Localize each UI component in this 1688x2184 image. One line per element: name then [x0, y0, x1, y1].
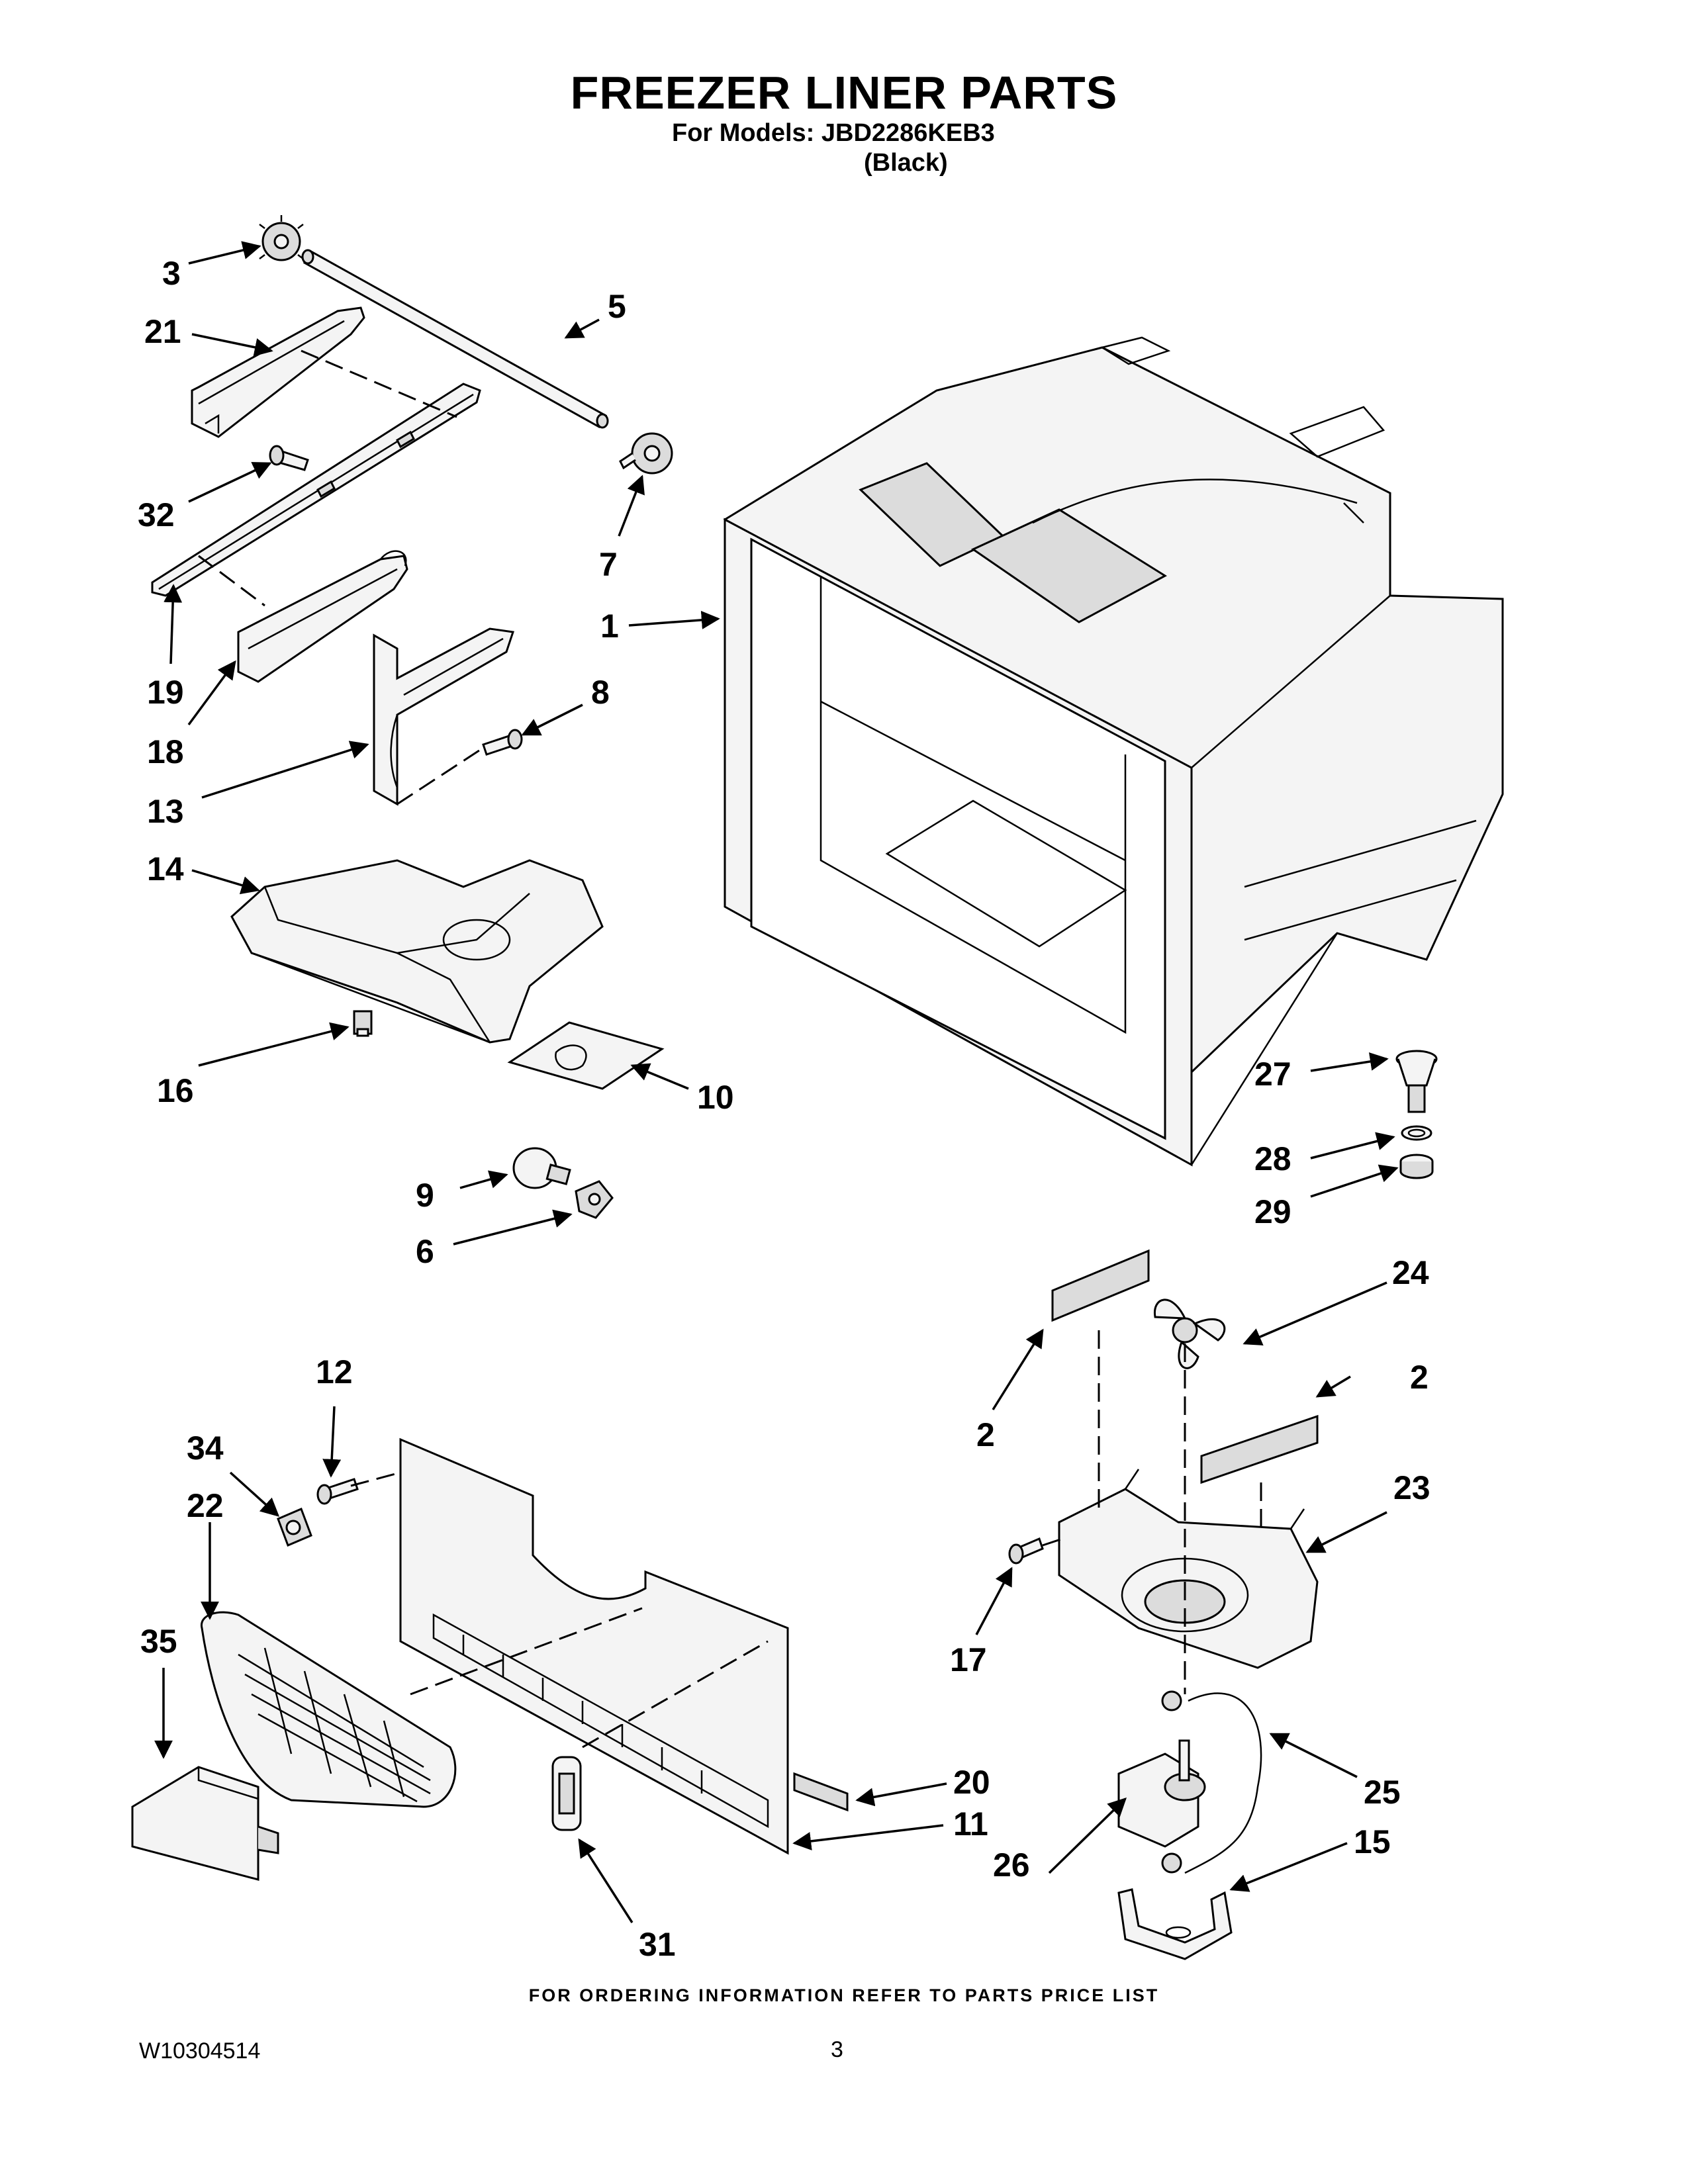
part-3-gear[interactable]: [259, 215, 304, 261]
part-35-door[interactable]: [131, 1766, 279, 1881]
callout-14: 14: [147, 850, 184, 887]
callout-16: 16: [157, 1072, 194, 1109]
part-16-clip[interactable]: [353, 1010, 373, 1037]
part-25-harness[interactable]: [1161, 1690, 1262, 1874]
part-8-screw[interactable]: [482, 729, 523, 756]
ordering-note: FOR ORDERING INFORMATION REFER TO PARTS …: [528, 1985, 1160, 2005]
part-21-bracket[interactable]: [191, 306, 365, 438]
callout-20: 20: [953, 1764, 990, 1801]
part-31-latch[interactable]: [551, 1756, 582, 1831]
callout-15: 15: [1354, 1823, 1391, 1860]
callout-23: 23: [1393, 1469, 1430, 1506]
callout-2-right: 2: [1410, 1359, 1429, 1396]
part-6-socket[interactable]: [575, 1180, 614, 1219]
callout-17: 17: [950, 1641, 987, 1678]
callout-1: 1: [600, 608, 619, 645]
part-26-motor[interactable]: [1117, 1739, 1206, 1848]
part-2-foam-upper[interactable]: [1051, 1249, 1150, 1322]
part-34-thermostat[interactable]: [277, 1508, 312, 1547]
callout-11: 11: [953, 1805, 988, 1843]
document-number: W10304514: [139, 2038, 261, 2064]
part-18-bracket[interactable]: [237, 550, 408, 683]
callout-34: 34: [187, 1430, 224, 1467]
part-29-cap[interactable]: [1399, 1154, 1434, 1179]
callout-leaders: [154, 241, 1399, 1923]
part-11-panel[interactable]: [399, 1437, 789, 1855]
models-line: For Models: JBD2286KEB3: [672, 119, 995, 147]
callout-7: 7: [599, 546, 618, 583]
callout-18: 18: [147, 733, 184, 770]
part-15-bracket[interactable]: [1117, 1888, 1233, 1960]
part-1-liner[interactable]: [723, 336, 1504, 1167]
callout-28: 28: [1254, 1140, 1291, 1177]
part-22-grille[interactable]: [201, 1611, 457, 1808]
callout-10: 10: [697, 1079, 734, 1116]
callout-24: 24: [1392, 1254, 1429, 1291]
callout-27: 27: [1254, 1056, 1291, 1093]
part-23-housing[interactable]: [1058, 1469, 1319, 1669]
callout-13: 13: [147, 793, 184, 830]
callout-32: 32: [138, 496, 175, 533]
part-10-pad[interactable]: [507, 1021, 665, 1090]
callout-26: 26: [993, 1846, 1030, 1884]
callout-6: 6: [416, 1233, 434, 1270]
part-12-screw[interactable]: [316, 1478, 359, 1505]
part-20-strip[interactable]: [793, 1772, 849, 1812]
callout-5: 5: [608, 288, 626, 325]
callout-9: 9: [416, 1177, 434, 1214]
page-number: 3: [831, 2037, 843, 2062]
callout-29: 29: [1254, 1193, 1291, 1230]
part-13-bracket[interactable]: [373, 627, 514, 806]
callout-2-left: 2: [976, 1416, 995, 1453]
part-7-gear[interactable]: [619, 432, 673, 475]
color-line: (Black): [864, 149, 948, 177]
callout-25: 25: [1364, 1774, 1401, 1811]
part-27-drain[interactable]: [1395, 1050, 1438, 1113]
part-32-screw[interactable]: [269, 445, 309, 471]
callout-12: 12: [316, 1353, 353, 1390]
callout-3: 3: [162, 255, 181, 292]
part-2-foam-lower[interactable]: [1200, 1414, 1319, 1484]
part-19-rail[interactable]: [151, 383, 481, 597]
part-9-bulb[interactable]: [512, 1147, 571, 1189]
part-5-rod[interactable]: [301, 249, 609, 429]
callout-35: 35: [140, 1623, 177, 1660]
page-title: FREEZER LINER PARTS: [570, 67, 1118, 118]
callout-8: 8: [591, 674, 610, 711]
part-28-ring[interactable]: [1401, 1125, 1432, 1141]
callout-31: 31: [639, 1926, 676, 1963]
part-24-fan[interactable]: [1153, 1298, 1226, 1369]
callout-19: 19: [147, 674, 184, 711]
part-17-screw[interactable]: [1008, 1537, 1044, 1565]
callout-21: 21: [144, 313, 181, 350]
part-14-cover[interactable]: [230, 859, 604, 1044]
callout-22: 22: [187, 1487, 224, 1524]
